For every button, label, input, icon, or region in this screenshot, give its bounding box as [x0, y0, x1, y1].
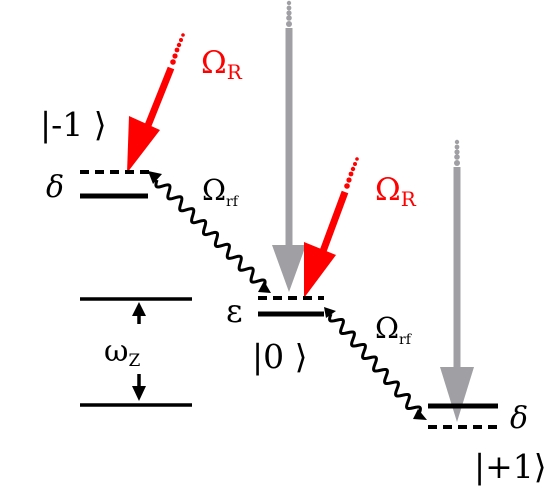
- state-0-label: |0 ⟩: [252, 337, 307, 376]
- level-minus1: [80, 170, 150, 199]
- omega-r-left-label: ΩR: [201, 45, 243, 84]
- state-plus1-label: |+1⟩: [474, 447, 547, 486]
- pump-beam-right: [440, 139, 474, 422]
- epsilon-label: ε: [226, 292, 243, 330]
- raman-beam-left: [127, 33, 185, 173]
- omega-z-label: ωZ: [104, 334, 140, 371]
- raman-beam-right: [304, 157, 359, 298]
- omega-r-right-label: ΩR: [375, 172, 417, 211]
- state-minus1-label: |-1 ⟩: [40, 105, 107, 144]
- omega-rf-upper-label: Ωrf: [202, 173, 240, 210]
- rf-transition-lower: [324, 307, 427, 420]
- pump-beam-center: [272, 0, 306, 292]
- delta-left-label: δ: [46, 170, 64, 205]
- delta-right-label: δ: [510, 401, 528, 436]
- level-0: [258, 296, 324, 317]
- rf-transition-upper: [148, 171, 271, 293]
- level-plus1: [428, 403, 498, 429]
- omega-rf-lower-label: Ωrf: [375, 311, 413, 348]
- zeeman-splitting-marker: [80, 297, 192, 407]
